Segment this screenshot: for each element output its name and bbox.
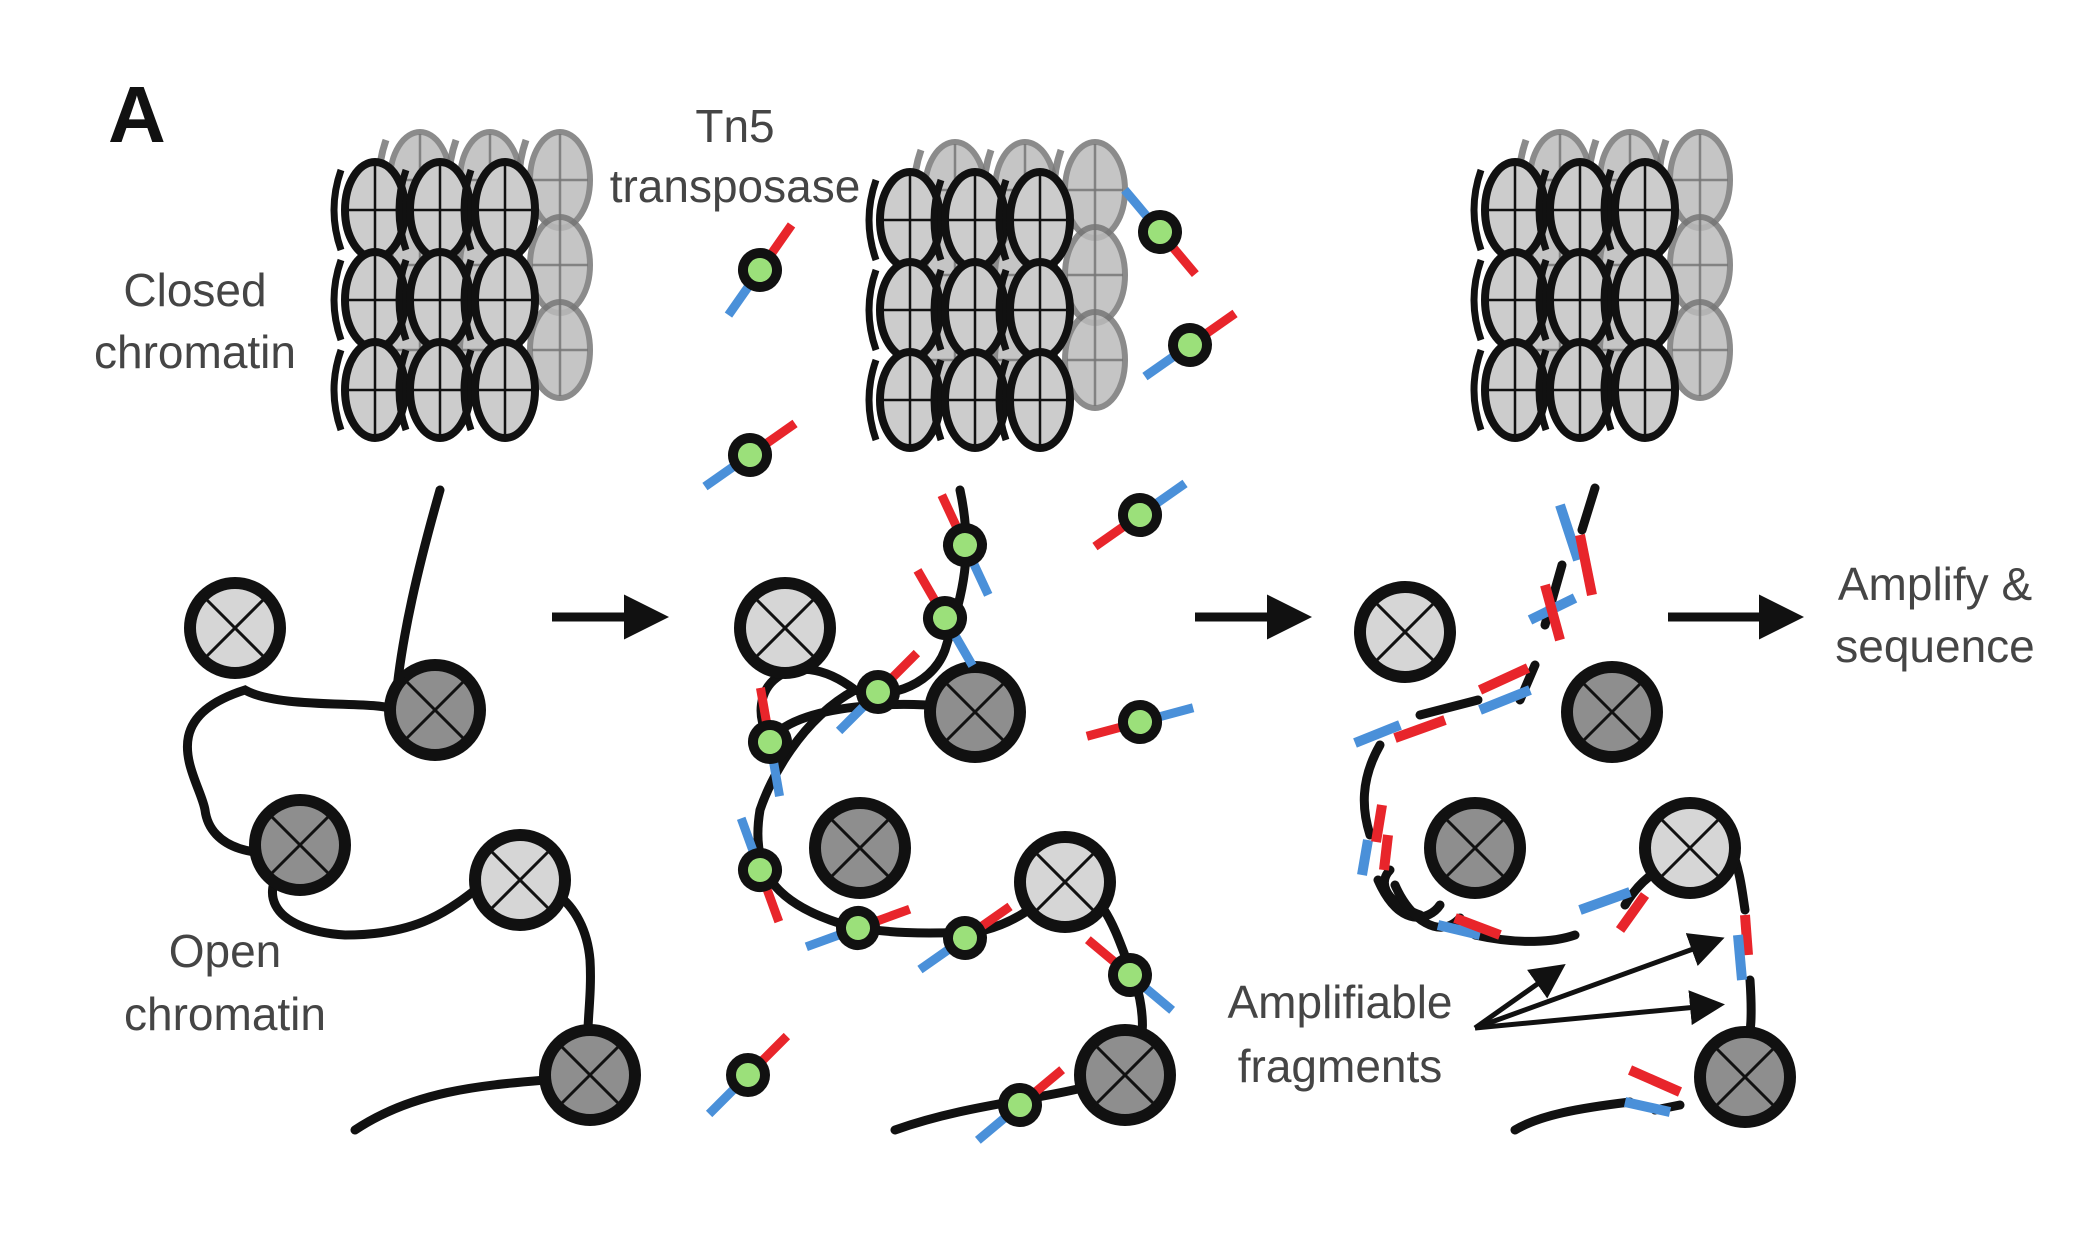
tn5-transposome bbox=[835, 649, 921, 735]
adapter-ends bbox=[1353, 503, 1753, 1117]
closed-chromatin-cluster bbox=[330, 129, 593, 442]
label-closed-chromatin: Closed chromatin bbox=[94, 264, 296, 378]
closed-chromatin-cluster bbox=[865, 139, 1128, 452]
nucleosome bbox=[1561, 661, 1663, 763]
tn5-transposome bbox=[724, 222, 796, 318]
dna-wrap bbox=[995, 178, 1010, 262]
nucleosome bbox=[1074, 1024, 1176, 1126]
dna-wrap bbox=[1600, 258, 1615, 342]
dna-wrap bbox=[995, 268, 1010, 352]
nucleosome bbox=[924, 661, 1026, 763]
panel-1-chromatin bbox=[182, 129, 641, 1135]
nucleosome bbox=[184, 577, 286, 679]
dna-wrap bbox=[460, 258, 475, 342]
nucleosome bbox=[1354, 581, 1456, 683]
tn5-transposome bbox=[913, 568, 977, 668]
dna-wrap bbox=[930, 358, 945, 442]
dna-wrap bbox=[1470, 258, 1485, 342]
svg-text:Closed: Closed bbox=[123, 264, 266, 316]
tn5-transposome bbox=[974, 1066, 1066, 1144]
dna-wrap bbox=[1470, 348, 1485, 432]
dna-wrap bbox=[1600, 168, 1615, 252]
nucleosome bbox=[249, 794, 351, 896]
tn5-transposome bbox=[1121, 186, 1199, 278]
svg-text:Amplifiable: Amplifiable bbox=[1228, 976, 1453, 1028]
dna-wrap bbox=[395, 258, 410, 342]
tn5-transposome bbox=[736, 816, 784, 924]
label-amplify-sequence: Amplify & sequence bbox=[1835, 558, 2035, 672]
svg-text:fragments: fragments bbox=[1238, 1040, 1443, 1092]
closed-chromatin-cluster bbox=[1470, 129, 1733, 442]
dna-wrap bbox=[395, 168, 410, 252]
dna-wrap bbox=[395, 348, 410, 432]
svg-text:chromatin: chromatin bbox=[124, 988, 326, 1040]
dna-wrap bbox=[330, 168, 345, 252]
dna-fragments bbox=[1359, 483, 1756, 1135]
dna-wrap bbox=[930, 268, 945, 352]
fragment-pointer-arrows bbox=[1473, 933, 1725, 1031]
dna-wrap bbox=[995, 358, 1010, 442]
dna-wrap bbox=[460, 168, 475, 252]
panel-letter: A bbox=[108, 70, 166, 159]
tn5-transposome bbox=[702, 419, 798, 491]
nucleosome bbox=[1014, 831, 1116, 933]
nucleosome bbox=[809, 797, 911, 899]
tn5-transposome bbox=[1142, 309, 1238, 381]
dna-wrap bbox=[865, 358, 880, 442]
dna-wrap bbox=[1470, 168, 1485, 252]
label-open-chromatin: Open chromatin bbox=[124, 925, 326, 1040]
svg-text:sequence: sequence bbox=[1835, 620, 2035, 672]
tn5-transposome bbox=[748, 687, 792, 797]
svg-text:transposase: transposase bbox=[610, 160, 861, 212]
tn5-transposome bbox=[804, 904, 912, 952]
svg-text:Amplify &: Amplify & bbox=[1838, 558, 2032, 610]
tn5-transposome bbox=[1084, 936, 1176, 1014]
dna-wrap bbox=[1535, 348, 1550, 432]
nucleosome bbox=[384, 659, 486, 761]
tn5-transposome bbox=[937, 493, 993, 597]
svg-text:chromatin: chromatin bbox=[94, 326, 296, 378]
svg-text:Tn5: Tn5 bbox=[695, 100, 774, 152]
nucleosome bbox=[734, 577, 836, 679]
dna-wrap bbox=[1600, 348, 1615, 432]
dna-wrap bbox=[460, 348, 475, 432]
tn5-transposome bbox=[705, 1032, 791, 1118]
dna-wrap bbox=[1535, 168, 1550, 252]
label-amplifiable-fragments: Amplifiable fragments bbox=[1228, 976, 1453, 1092]
panel-3-fragments bbox=[1353, 129, 1796, 1135]
nucleosome bbox=[469, 829, 571, 931]
dna-wrap bbox=[865, 268, 880, 352]
tn5-transposome bbox=[1085, 700, 1195, 744]
tn5-transposome bbox=[1092, 479, 1188, 551]
dna-wrap bbox=[930, 178, 945, 262]
nucleosome bbox=[539, 1024, 641, 1126]
nucleosome bbox=[1424, 797, 1526, 899]
label-tn5-transposase: Tn5 transposase bbox=[610, 100, 861, 212]
dna-wrap bbox=[330, 258, 345, 342]
dna-wrap bbox=[865, 178, 880, 262]
dna-strand bbox=[753, 485, 1147, 1135]
panel-2-tn5-binding bbox=[702, 139, 1238, 1144]
nucleosome bbox=[1694, 1026, 1796, 1128]
dna-wrap bbox=[1535, 258, 1550, 342]
tn5-transposome bbox=[917, 902, 1013, 974]
svg-text:Open: Open bbox=[169, 925, 282, 977]
dna-wrap bbox=[330, 348, 345, 432]
nucleosome bbox=[1639, 797, 1741, 899]
